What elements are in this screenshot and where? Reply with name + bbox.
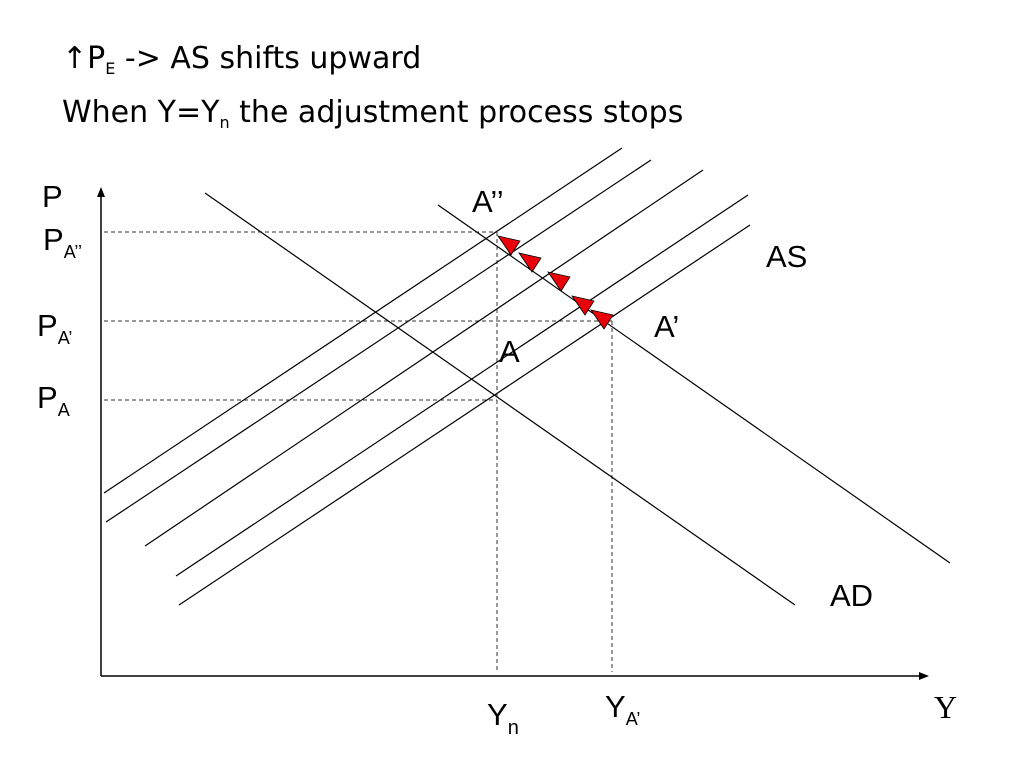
ad-curve-1 [204, 192, 796, 606]
title-line-2: When Y=Yn the adjustment process stops [62, 95, 684, 131]
title-line2-text: When Y=Y [62, 95, 220, 130]
title-line2-rest: the adjustment process stops [229, 95, 684, 130]
as-curve-2 [105, 159, 652, 523]
up-arrow-icon: ↑ [62, 41, 88, 76]
point-label-a-double-prime: A’’ [472, 184, 504, 219]
quantity-label-yn: Yn [487, 697, 519, 739]
as-curve-4 [175, 194, 749, 577]
title-line1-p: P [87, 41, 106, 76]
point-label-a: A [499, 334, 520, 369]
adjustment-arrow-3-icon [547, 271, 571, 292]
quantity-label-ya-prime: YA’ [605, 689, 640, 729]
adjustment-arrows [497, 235, 614, 330]
title-line2-subscript: n [219, 113, 230, 132]
as-curve-5 [178, 224, 751, 606]
price-label-a-prime: PA’ [37, 308, 72, 348]
adjustment-arrow-5-icon [590, 309, 614, 330]
curve-label-as: AS [766, 239, 807, 274]
curve-label-ad: AD [830, 578, 873, 613]
y-axis-label: P [42, 179, 63, 214]
as-curve-1 [103, 147, 623, 494]
title-line1-subscript: E [105, 59, 116, 78]
adjustment-arrow-2-icon [518, 252, 542, 273]
adjustment-arrow-4-icon [571, 295, 595, 316]
adjustment-arrow-1-icon [497, 235, 521, 256]
title-line1-text: -> AS shifts upward [115, 41, 422, 76]
ad-curve-2 [437, 204, 951, 564]
x-axis-label: Y [934, 689, 957, 725]
price-label-a: PA [37, 380, 70, 420]
point-label-a-prime: A’ [654, 309, 679, 344]
price-label-a-double-prime: PA’’ [43, 222, 82, 262]
as-curve-3 [144, 169, 704, 547]
title-line-1: ↑PE -> AS shifts upward [62, 41, 422, 77]
